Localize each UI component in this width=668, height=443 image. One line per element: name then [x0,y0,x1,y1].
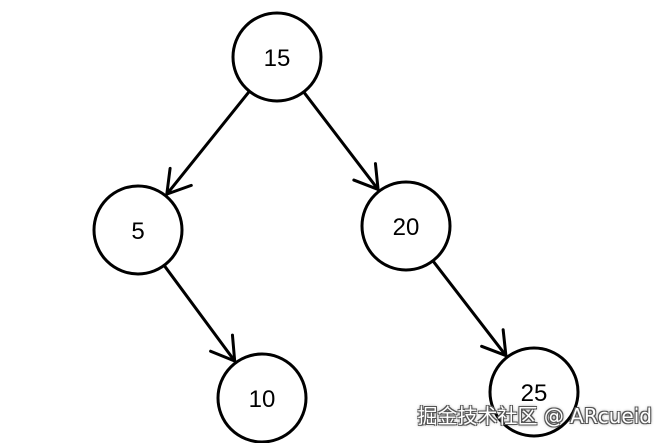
edge-line [298,85,380,191]
node-label: 15 [264,45,291,72]
edge-n15-n20 [298,85,380,191]
tree-node-10: 10 [216,352,308,443]
node-circle [360,180,452,272]
arrowhead-icon [209,333,237,363]
tree-node-25: 25 [488,346,580,438]
edges-layer [159,85,508,363]
node-label: 5 [131,218,144,245]
edge-line [427,254,508,358]
node-label: 10 [249,386,276,413]
edge-n5-n10 [159,259,237,363]
tree-node-15: 15 [231,11,323,103]
arrowhead-icon [165,166,193,196]
node-label: 25 [521,380,548,407]
edge-n15-n5 [165,85,255,196]
edge-line [165,85,255,196]
watermark-text: 掘金技术社区 @ ARcueid [417,404,652,428]
node-label: 20 [393,214,420,241]
node-circle [231,11,323,103]
nodes-layer: 15 5 20 10 25 [92,11,580,443]
node-circle [216,352,308,443]
edge-line [159,259,237,363]
tree-node-20: 20 [360,180,452,272]
tree-node-5: 5 [92,184,184,276]
node-circle [92,184,184,276]
edge-n20-n25 [427,254,508,358]
arrowhead-icon [480,328,508,358]
arrowhead-icon [352,162,380,191]
node-circle [488,346,580,438]
